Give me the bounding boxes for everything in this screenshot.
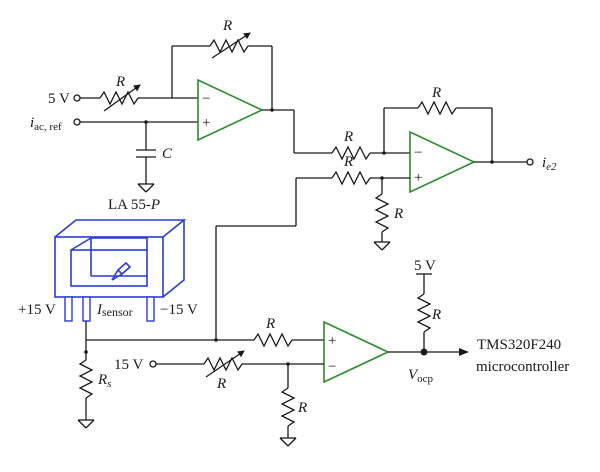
label-m15v: −15 V [160,302,198,318]
resistor-rs: Rs [78,359,111,399]
sensor-pin-isensor [82,296,91,322]
svg-text:−: − [202,91,210,107]
label-vocp: Vocp [408,367,434,385]
opamp-3: + − [323,320,390,384]
resistor-ground-amp2-label: R [393,206,403,222]
current-sensor-la55p [54,219,187,298]
label-iac-ref: iac, ref [30,115,62,133]
ground-symbol-amp3 [279,437,297,447]
resistor-feedback-amp1: R [209,18,251,59]
ground-symbol-amp2 [373,241,391,251]
svg-text:+: + [414,170,422,186]
svg-text:+: + [328,333,336,349]
resistor-input-amp1-label: R [115,74,125,90]
label-isensor: Isensor [96,302,133,319]
terminal-15v [149,360,157,368]
resistor-input-amp2-noninv: R [331,154,371,186]
label-5v-pullup: 5 V [414,258,436,274]
capacitor-c: C [136,122,173,184]
label-ie2: ie2 [542,155,557,173]
svg-text:−: − [414,145,422,161]
resistor-input-amp3-noninv: R [253,316,293,348]
ground-symbol-rs [77,419,95,429]
sensor-pin-m15v [146,296,155,322]
resistor-feedback-amp2-label: R [431,85,441,101]
resistor-input-amp3-noninv-label: R [265,316,275,332]
capacitor-c-label: C [162,146,173,162]
resistor-input-amp2-inv: R [331,129,371,161]
resistor-feedback-amp1-label: R [222,18,232,34]
label-15v: 15 V [114,357,143,373]
terminal-iac-ref [73,118,81,126]
resistor-pullup-label: R [431,307,441,323]
svg-text:−: − [328,359,336,375]
ground-symbol-cap [137,183,155,193]
resistor-input-amp1: R [99,74,141,112]
resistor-input-amp2-inv-label: R [343,129,353,145]
resistor-input-amp3-inv: R [203,350,245,392]
resistor-input-amp3-inv-label: R [216,376,226,392]
resistor-ground-amp2: R [374,193,403,233]
resistor-ground-amp3: R [280,387,307,427]
resistor-input-amp2-noninv-label: R [343,154,353,170]
resistor-rs-label: Rs [97,372,111,390]
resistor-pullup: R [416,293,441,333]
label-p15v: +15 V [18,302,56,318]
sensor-pin-p15v [64,296,73,322]
opamp-2: − + [409,130,476,194]
terminal-ie2 [526,158,534,166]
resistor-ground-amp3-label: R [297,400,307,416]
resistor-feedback-amp2: R [417,85,457,116]
terminal-5v [73,94,81,102]
label-sensor-name: LA 55-P [108,197,160,213]
label-mcu-line2: microcontroller [476,359,569,375]
opamp-1: − + [197,78,264,142]
label-mcu-line1: TMS320F240 [477,337,561,353]
svg-text:+: + [202,115,210,131]
label-5v-left: 5 V [48,91,70,107]
